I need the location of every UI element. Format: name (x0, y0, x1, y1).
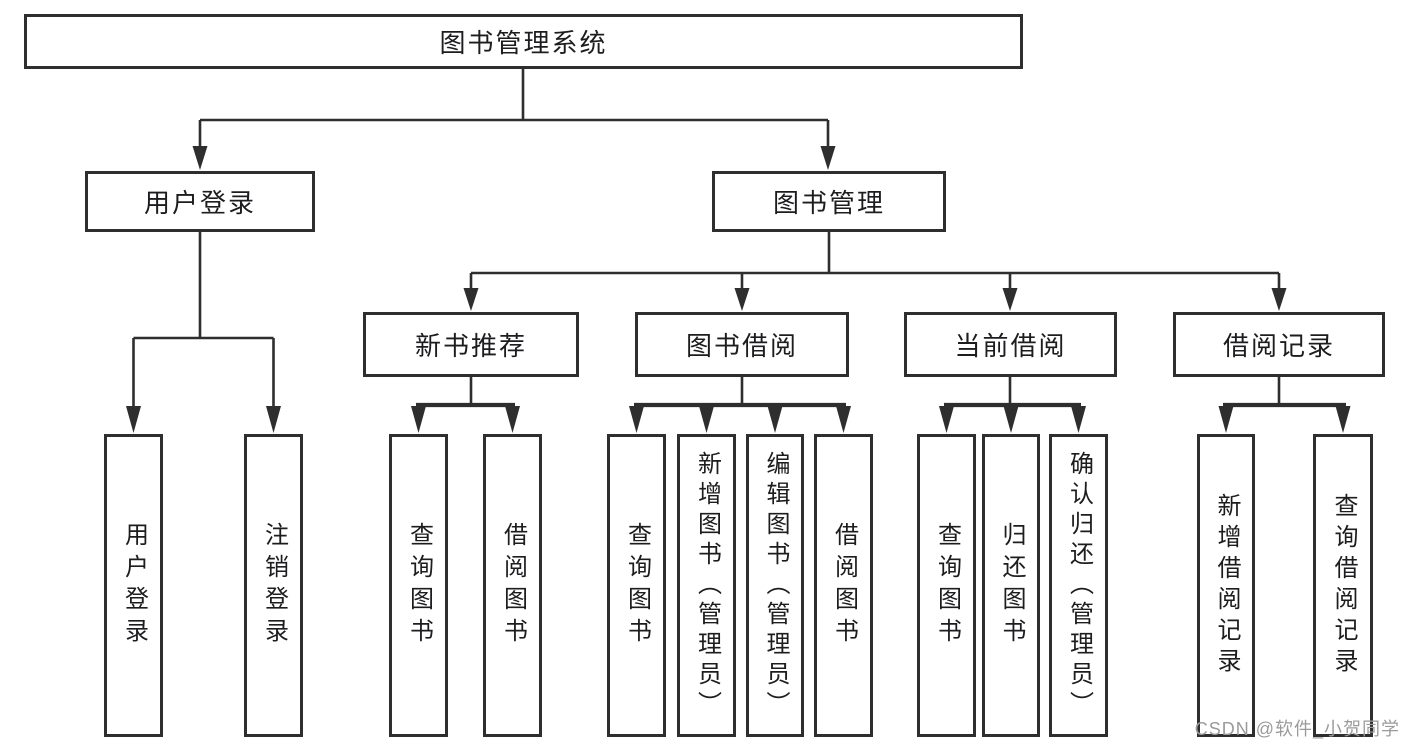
node-current-borrowing: 当前借阅 (904, 312, 1117, 377)
leaf-recommend-query-books: 查询图书 (389, 434, 448, 737)
leaf-return-books: 归还图书 (982, 434, 1040, 737)
csdn-watermark: CSDN @软件_小贺同学 (1194, 719, 1400, 739)
leaf-edit-books-admin: 编辑图书（管理员） (746, 434, 804, 737)
leaf-query-borrow-record: 查询借阅记录 (1313, 434, 1373, 737)
leaf-confirm-return-admin: 确认归还（管理员） (1049, 434, 1108, 737)
leaf-recommend-borrow-books: 借阅图书 (483, 434, 542, 737)
node-user-login: 用户登录 (85, 171, 315, 232)
leaf-add-books-admin: 新增图书（管理员） (677, 434, 736, 737)
leaf-add-borrow-record: 新增借阅记录 (1197, 434, 1255, 737)
leaf-current-query-books: 查询图书 (917, 434, 976, 737)
connector-path (132, 68, 1281, 410)
node-new-book-recommendation: 新书推荐 (363, 312, 579, 377)
arrowheads (126, 146, 1351, 433)
leaf-borrow-books: 借阅图书 (814, 434, 873, 737)
node-borrowing-records: 借阅记录 (1173, 312, 1385, 377)
node-root-library-system: 图书管理系统 (24, 14, 1023, 69)
node-book-management: 图书管理 (712, 171, 946, 232)
node-book-borrowing: 图书借阅 (635, 312, 849, 377)
leaf-logout-login: 注销登录 (244, 434, 303, 737)
leaf-user-login: 用户登录 (104, 434, 163, 737)
leaf-borrowing-query-books: 查询图书 (607, 434, 666, 737)
